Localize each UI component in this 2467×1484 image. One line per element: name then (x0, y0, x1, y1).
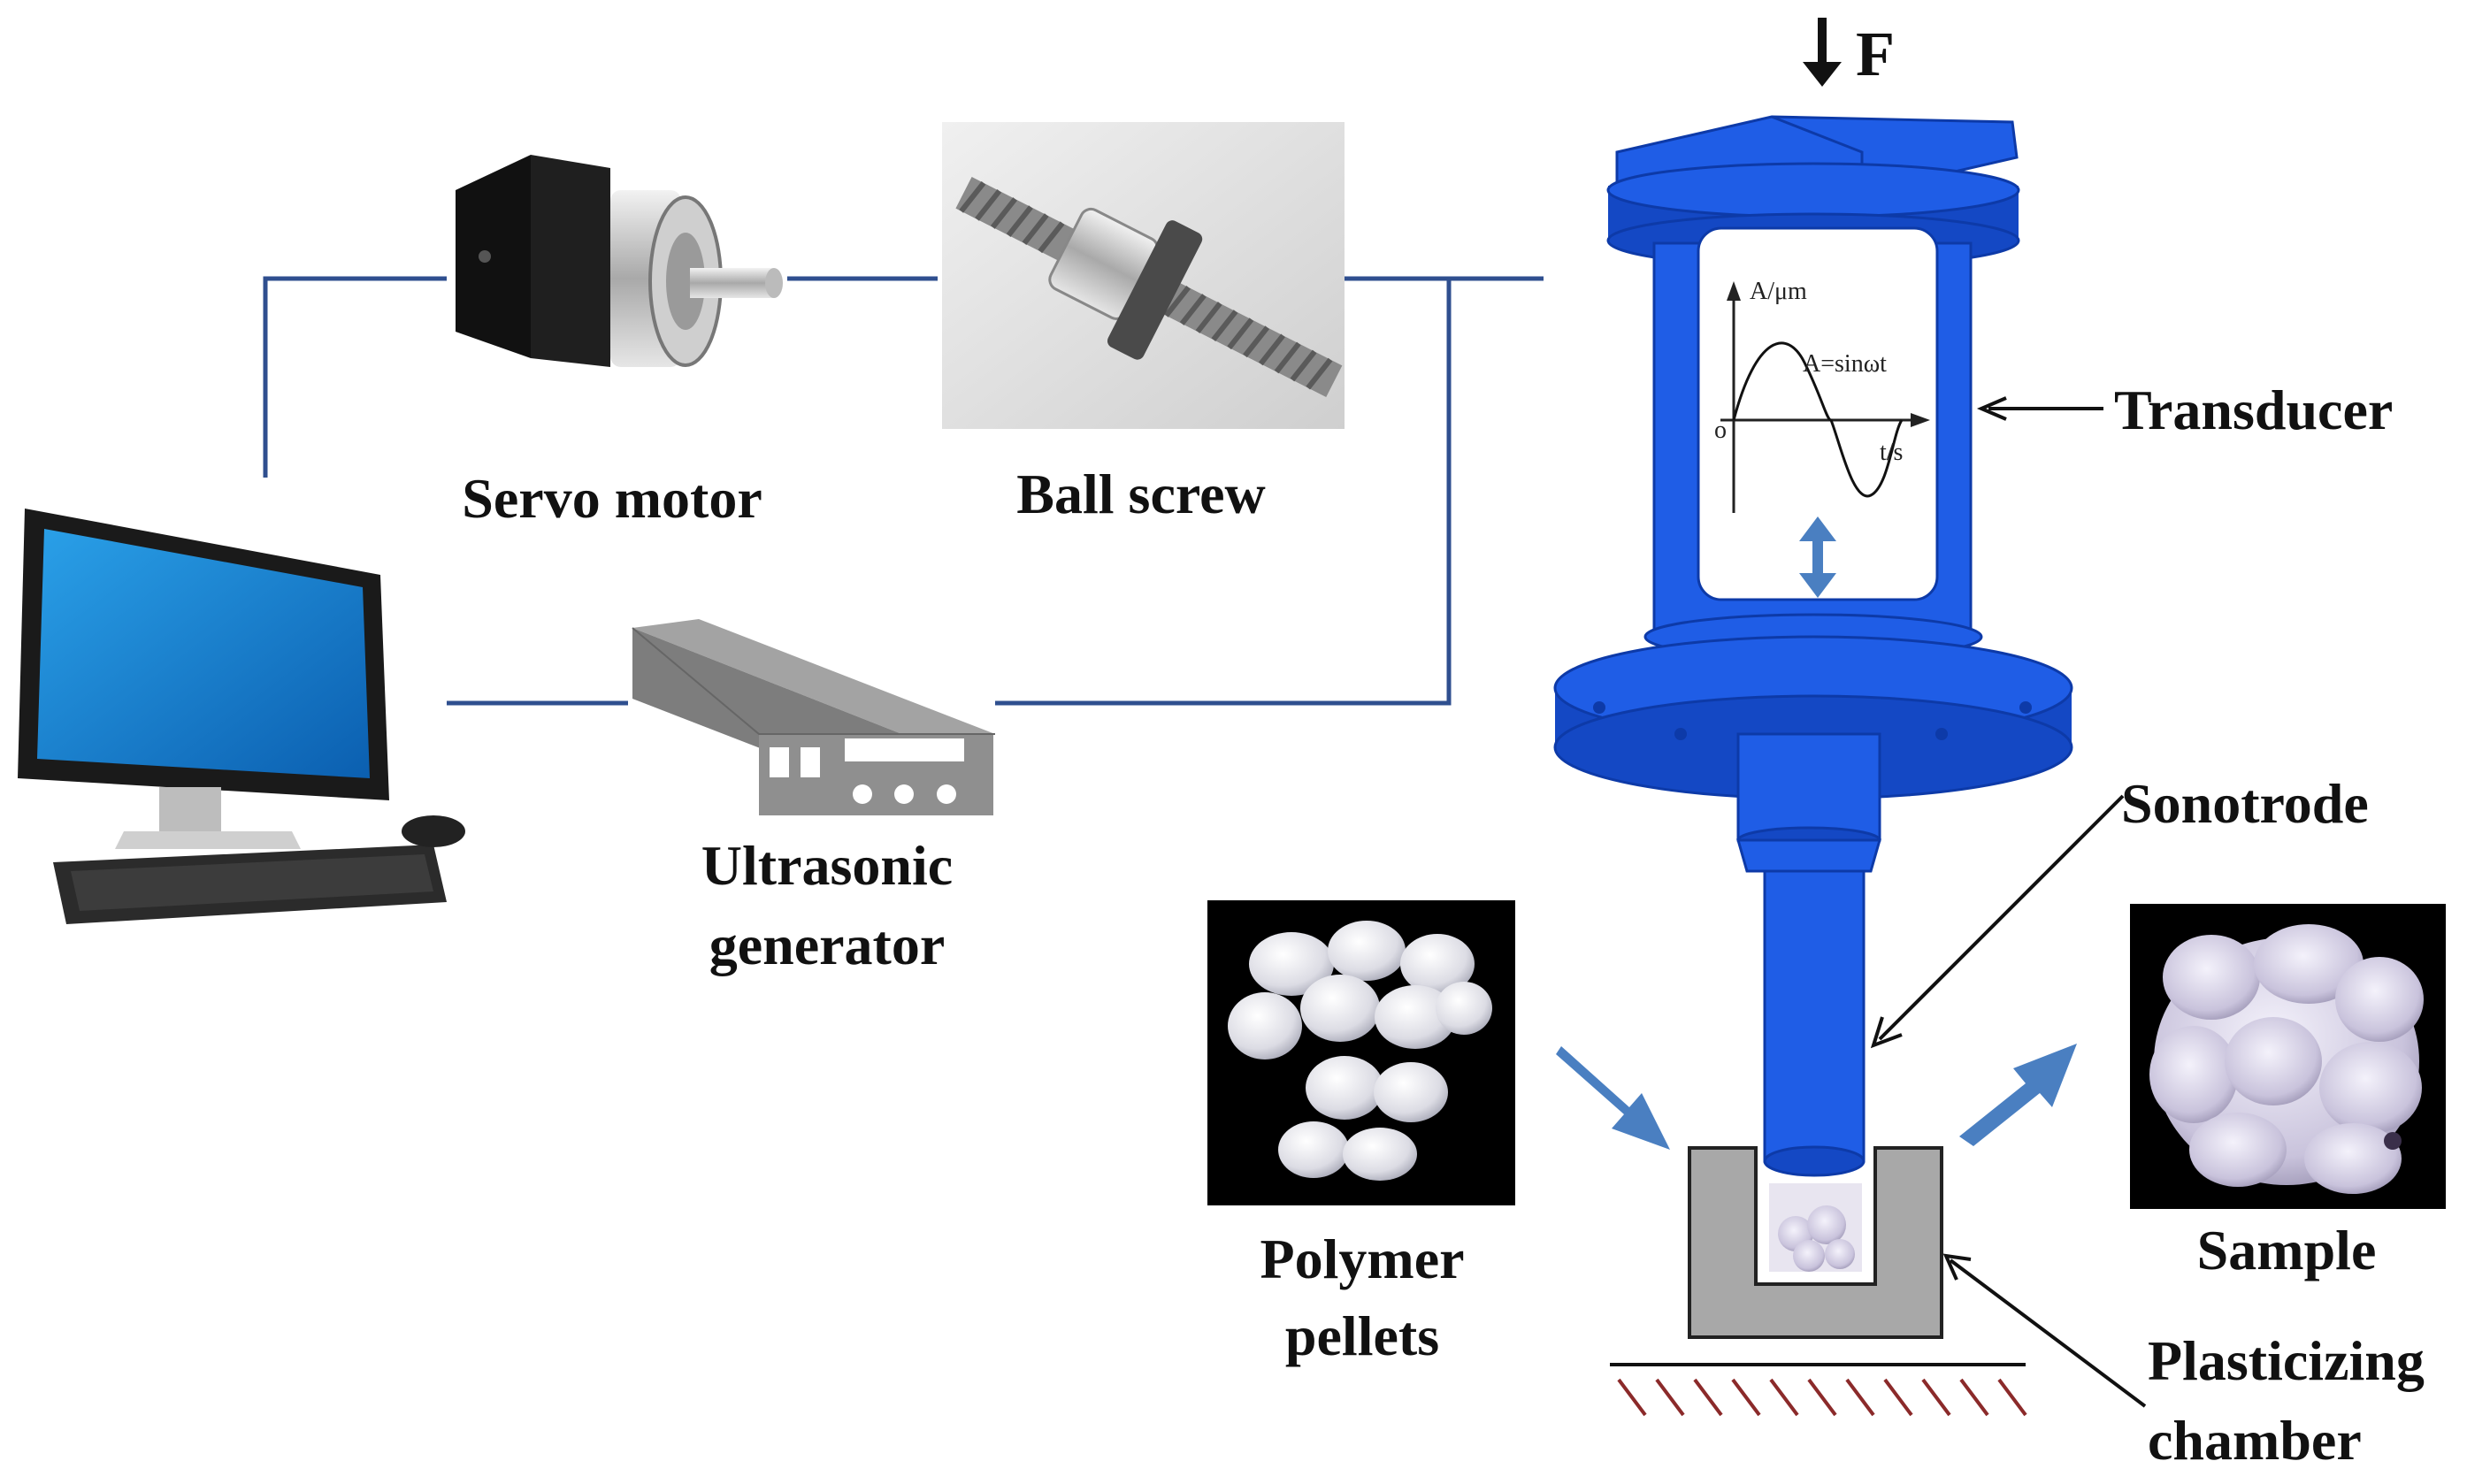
waveform-inset: A/μm A=sinωt o t/s (1714, 278, 1930, 598)
ultrasonic-generator-icon (632, 619, 995, 815)
plasticizing-chamber-label-line2: chamber (2148, 1409, 2362, 1472)
pellets-photo (1207, 900, 1515, 1205)
ball-screw-icon (942, 122, 1345, 429)
ultrasonic-generator-label-line1: Ultrasonic (701, 834, 953, 897)
force-label: F (1856, 19, 1895, 89)
waveform-y-axis-label: A/μm (1750, 278, 1807, 305)
sample-label: Sample (2197, 1219, 2377, 1281)
sample-photo (2130, 904, 2446, 1209)
polymer-pellets-label-line1: Polymer (1260, 1228, 1465, 1290)
ultrasonic-generator-label-line2: generator (709, 914, 946, 976)
pellets-to-chamber-arrow (1556, 1046, 1670, 1150)
transducer-assembly (1553, 115, 2073, 1177)
ground-base (1610, 1363, 2027, 1417)
waveform-origin-label: o (1714, 417, 1727, 444)
servo-motor-label: Servo motor (462, 467, 762, 530)
chamber-to-sample-arrow (1959, 1044, 2077, 1146)
waveform-x-axis-label: t/s (1880, 439, 1903, 466)
transducer-label: Transducer (2114, 379, 2393, 441)
polymer-pellets-label-line2: pellets (1285, 1304, 1439, 1367)
desktop-computer-icon (18, 509, 465, 924)
waveform-equation: A=sinωt (1803, 350, 1887, 378)
ball-screw-label: Ball screw (1016, 463, 1265, 525)
sonotrode-label: Sonotrode (2121, 772, 2369, 835)
transducer-pointer-arrow (1976, 396, 2103, 421)
sonotrode-pointer-arrow (1870, 794, 2125, 1049)
computer-to-servo-line (263, 276, 447, 478)
force-arrow-icon (1803, 18, 1842, 87)
connector-lines (263, 276, 1544, 706)
plasticizing-chamber (1688, 1146, 1943, 1339)
plasticizing-chamber-label-line1: Plasticizing (2148, 1329, 2425, 1392)
servo-motor-icon (456, 155, 783, 367)
branch-down-line (995, 279, 1452, 706)
chamber-pointer-arrow (1942, 1253, 2147, 1408)
vibration-double-arrow-icon (1799, 516, 1836, 598)
